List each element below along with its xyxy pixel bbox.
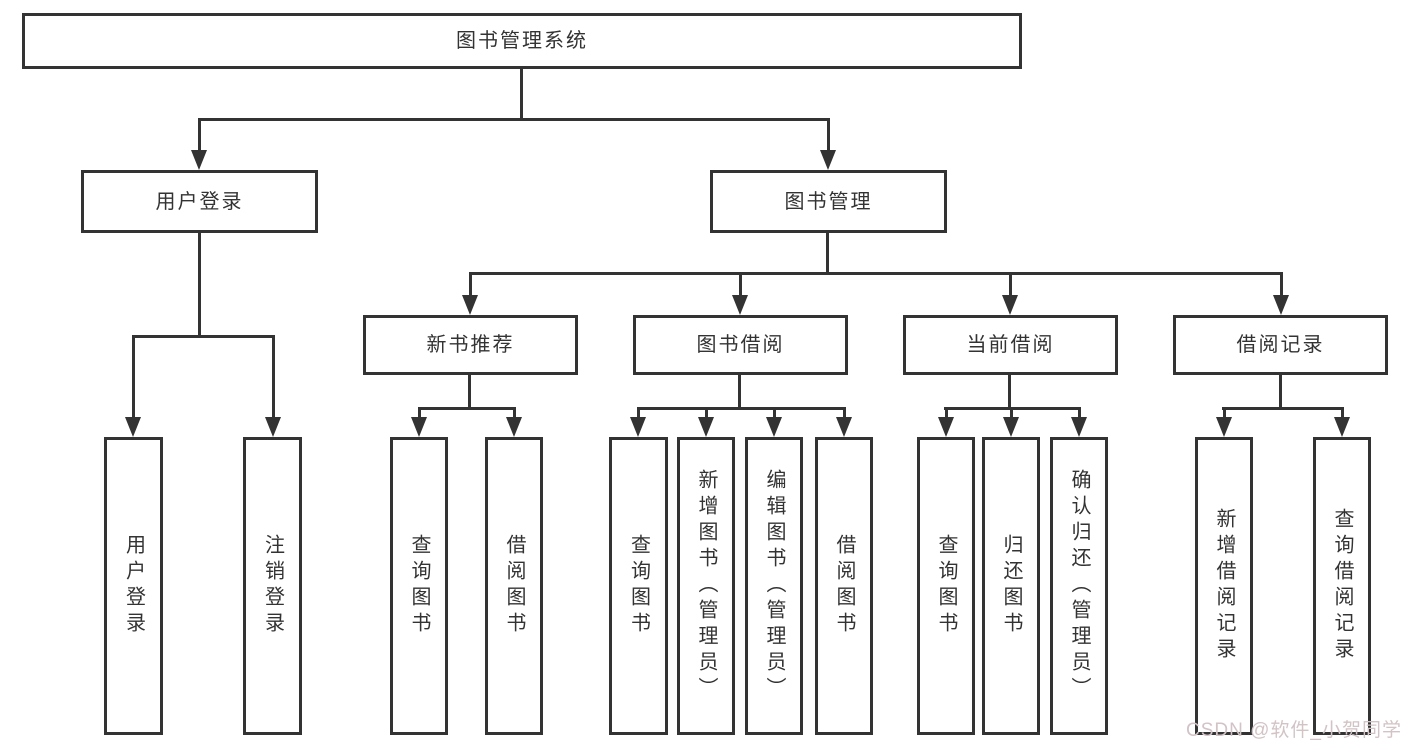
connector-line [1280,272,1283,295]
connector-line [637,407,640,417]
node-leaf-add-book: 新增图书（管理员） [677,437,735,735]
connector-line [843,407,846,417]
connector-line [198,118,201,150]
node-user-login: 用户登录 [81,170,318,233]
node-leaf-borrow-book-1: 借阅图书 [485,437,543,735]
connector-line [132,335,135,417]
node-leaf-query-record: 查询借阅记录 [1313,437,1371,735]
arrow-down-icon [506,417,522,437]
connector-line [1341,407,1344,417]
arrow-down-icon [1216,417,1232,437]
node-book-management: 图书管理 [710,170,947,233]
arrow-down-icon [1003,417,1019,437]
connector-line [198,118,830,121]
node-leaf-confirm-return: 确认归还（管理员） [1050,437,1108,735]
connector-line [520,69,523,118]
arrow-down-icon [411,417,427,437]
arrow-down-icon [938,417,954,437]
arrow-down-icon [462,295,478,315]
connector-line [1008,375,1011,407]
connector-line [513,407,516,417]
connector-line [198,233,201,335]
connector-line [469,272,1282,275]
node-current-borrow: 当前借阅 [903,315,1118,375]
arrow-down-icon [630,417,646,437]
arrow-down-icon [836,417,852,437]
arrow-down-icon [191,150,207,170]
connector-line [469,272,472,295]
connector-line [468,375,471,407]
connector-line [132,335,274,338]
connector-line [418,407,421,417]
connector-line [945,407,948,417]
node-root: 图书管理系统 [22,13,1022,69]
csdn-watermark: CSDN @软件_小贺同学 [1186,720,1402,741]
arrow-down-icon [125,417,141,437]
connector-line [1010,407,1013,417]
connector-line [826,233,829,272]
node-leaf-return-book: 归还图书 [982,437,1040,735]
arrow-down-icon [766,417,782,437]
arrow-down-icon [1334,417,1350,437]
connector-line [738,375,741,407]
connector-line [739,272,742,295]
arrow-down-icon [1002,295,1018,315]
node-leaf-borrow-book-2: 借阅图书 [815,437,873,735]
connector-line [418,407,516,410]
node-new-book-recommend: 新书推荐 [363,315,578,375]
connector-line [1222,407,1344,410]
connector-line [272,335,275,417]
arrow-down-icon [1071,417,1087,437]
connector-line [705,407,708,417]
arrow-down-icon [732,295,748,315]
connector-line [773,407,776,417]
node-book-borrow: 图书借阅 [633,315,848,375]
connector-line [1078,407,1081,417]
node-leaf-add-record: 新增借阅记录 [1195,437,1253,735]
arrow-down-icon [820,150,836,170]
arrow-down-icon [265,417,281,437]
node-leaf-user-login: 用户登录 [104,437,163,735]
node-leaf-logout: 注销登录 [243,437,302,735]
node-borrow-records: 借阅记录 [1173,315,1388,375]
node-leaf-edit-book: 编辑图书（管理员） [745,437,803,735]
connector-line [637,407,846,410]
connector-line [1009,272,1012,295]
connector-line [827,118,830,150]
node-leaf-query-book-1: 查询图书 [390,437,448,735]
node-leaf-query-book-3: 查询图书 [917,437,975,735]
node-leaf-query-book-2: 查询图书 [609,437,668,735]
connector-line [1279,375,1282,407]
connector-line [1223,407,1226,417]
arrow-down-icon [1273,295,1289,315]
arrow-down-icon [698,417,714,437]
